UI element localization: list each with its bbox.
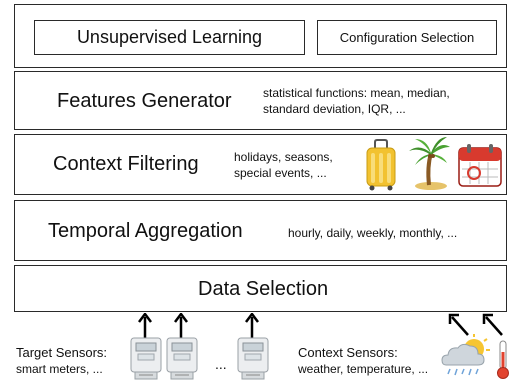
layer-context-filtering: Context Filtering holidays, seasons, spe… xyxy=(14,134,507,195)
suitcase-icon xyxy=(366,139,396,191)
arrow-up-icon xyxy=(174,313,188,338)
arrow-diagonal-icon xyxy=(482,313,503,336)
sensors-ellipsis: ... xyxy=(215,356,227,372)
context-desc-line1: holidays, seasons, xyxy=(234,150,333,164)
configuration-selection-box: Configuration Selection xyxy=(317,20,497,55)
layer-features-generator: Features Generator statistical functions… xyxy=(14,71,507,130)
features-generator-title: Features Generator xyxy=(57,90,232,112)
context-filtering-title: Context Filtering xyxy=(53,153,199,175)
unsupervised-learning-box: Unsupervised Learning xyxy=(34,20,305,55)
smart-meter-icon xyxy=(130,337,162,380)
arrow-up-icon xyxy=(138,313,152,338)
temporal-desc: hourly, daily, weekly, monthly, ... xyxy=(288,226,458,240)
configuration-selection-label: Configuration Selection xyxy=(339,30,475,45)
thermometer-icon xyxy=(497,340,509,379)
layer-data-selection: Data Selection xyxy=(14,265,507,312)
calendar-icon xyxy=(458,144,502,187)
features-desc-line2: standard deviation, IQR, ... xyxy=(263,102,406,116)
context-sensors-label: Context Sensors: weather, temperature, .… xyxy=(298,344,428,378)
layer-temporal-aggregation: Temporal Aggregation hourly, daily, week… xyxy=(14,200,507,261)
target-sensors-sub: smart meters, ... xyxy=(16,362,103,376)
context-sensors-title: Context Sensors: xyxy=(298,345,398,360)
features-desc-line1: statistical functions: mean, median, xyxy=(263,86,450,100)
arrow-up-icon xyxy=(245,313,259,338)
smart-meter-icon xyxy=(166,337,198,380)
context-sensors-sub: weather, temperature, ... xyxy=(298,362,429,376)
temporal-aggregation-title: Temporal Aggregation xyxy=(48,220,243,242)
smart-meter-icon xyxy=(237,337,269,380)
target-sensors-title: Target Sensors: xyxy=(16,345,108,360)
arrow-diagonal-icon xyxy=(448,313,469,336)
layer-unsupervised: Unsupervised Learning Configuration Sele… xyxy=(14,4,507,68)
palm-tree-icon xyxy=(409,137,450,190)
context-desc-line2: special events, ... xyxy=(234,166,327,180)
weather-icon xyxy=(441,334,490,376)
data-selection-title: Data Selection xyxy=(198,278,329,300)
unsupervised-learning-label: Unsupervised Learning xyxy=(76,27,263,47)
target-sensors-label: Target Sensors: smart meters, ... xyxy=(16,344,107,378)
